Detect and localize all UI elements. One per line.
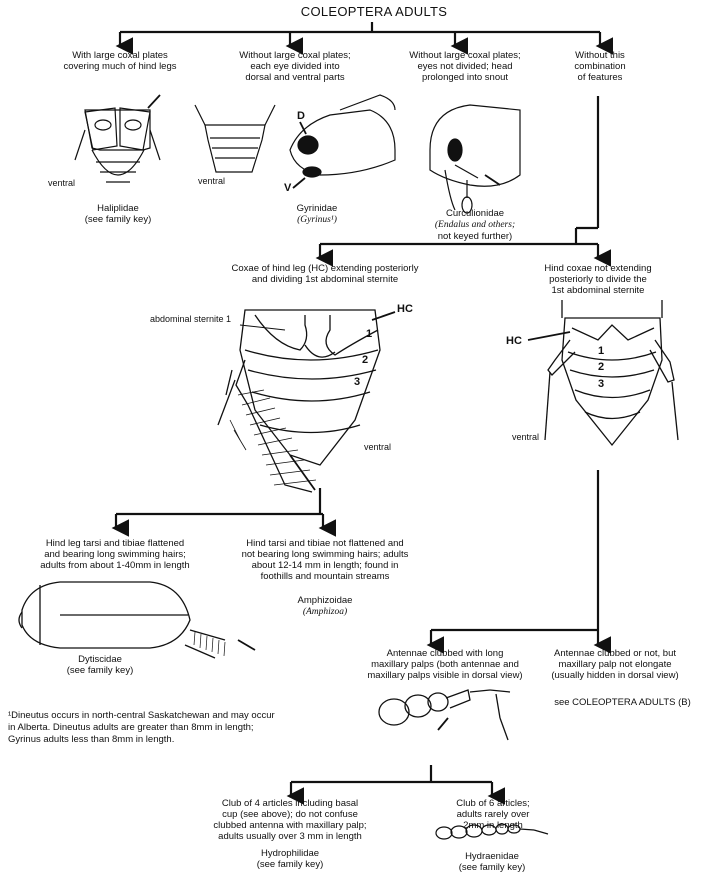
hydraenidae-family: Hydraenidae(see family key) bbox=[442, 851, 542, 873]
coxae-extending-view-label: ventral bbox=[364, 442, 391, 452]
gyrinidae-family: Gyrinidae(Gyrinus¹) bbox=[272, 203, 362, 226]
right-sternite-number-3: 3 bbox=[598, 378, 604, 390]
gyrinidae-description: Without large coxal plates;each eye divi… bbox=[220, 50, 370, 83]
dineutus-footnote: ¹Dineutus occurs in north-central Saskat… bbox=[8, 710, 358, 746]
sternite-number-3: 3 bbox=[354, 376, 360, 388]
curculionidae-family: Curculionidae(Endalus and others;not key… bbox=[405, 208, 545, 242]
antenna-palp-illustration bbox=[379, 690, 510, 740]
hydrophilidae-family: Hydrophilidae(see family key) bbox=[240, 848, 340, 870]
sternite-number-1: 1 bbox=[366, 328, 372, 340]
curculionidae-description: Without large coxal plates;eyes not divi… bbox=[395, 50, 535, 83]
haliplidae-illustration bbox=[75, 95, 160, 182]
haliplidae-view-label: ventral bbox=[48, 178, 75, 188]
sternite-number-2: 2 bbox=[362, 354, 368, 366]
curculionidae-illustration bbox=[430, 105, 520, 213]
coxae-extending-description: Coxae of hind leg (HC) extending posteri… bbox=[210, 263, 440, 285]
gyrinidae-label-d: D bbox=[297, 110, 305, 122]
coxae-not-extending-view-label: ventral bbox=[512, 432, 539, 442]
hc-label-left: HC bbox=[397, 303, 413, 315]
see-coleoptera-b-link[interactable]: see COLEOPTERA ADULTS (B) bbox=[540, 697, 705, 708]
dytiscidae-family: Dytiscidae(see family key) bbox=[50, 654, 150, 676]
haliplidae-family: Haliplidae(see family key) bbox=[68, 203, 168, 225]
gyrinidae-label-v: V bbox=[284, 182, 291, 194]
right-sternite-number-2: 2 bbox=[598, 361, 604, 373]
page-title: COLEOPTERA ADULTS bbox=[274, 6, 474, 17]
abdominal-sternite-label: abdominal sternite 1 bbox=[150, 314, 231, 324]
dytiscidae-illustration bbox=[19, 582, 255, 658]
swimming-hairs bbox=[230, 390, 316, 485]
gyrinidae-view-label: ventral bbox=[198, 176, 225, 186]
amphizoidae-family: Amphizoidae(Amphizoa) bbox=[275, 595, 375, 618]
hc-label-right: HC bbox=[506, 335, 522, 347]
right-sternite-number-1: 1 bbox=[598, 345, 604, 357]
gyrinidae-illustration bbox=[195, 95, 395, 188]
